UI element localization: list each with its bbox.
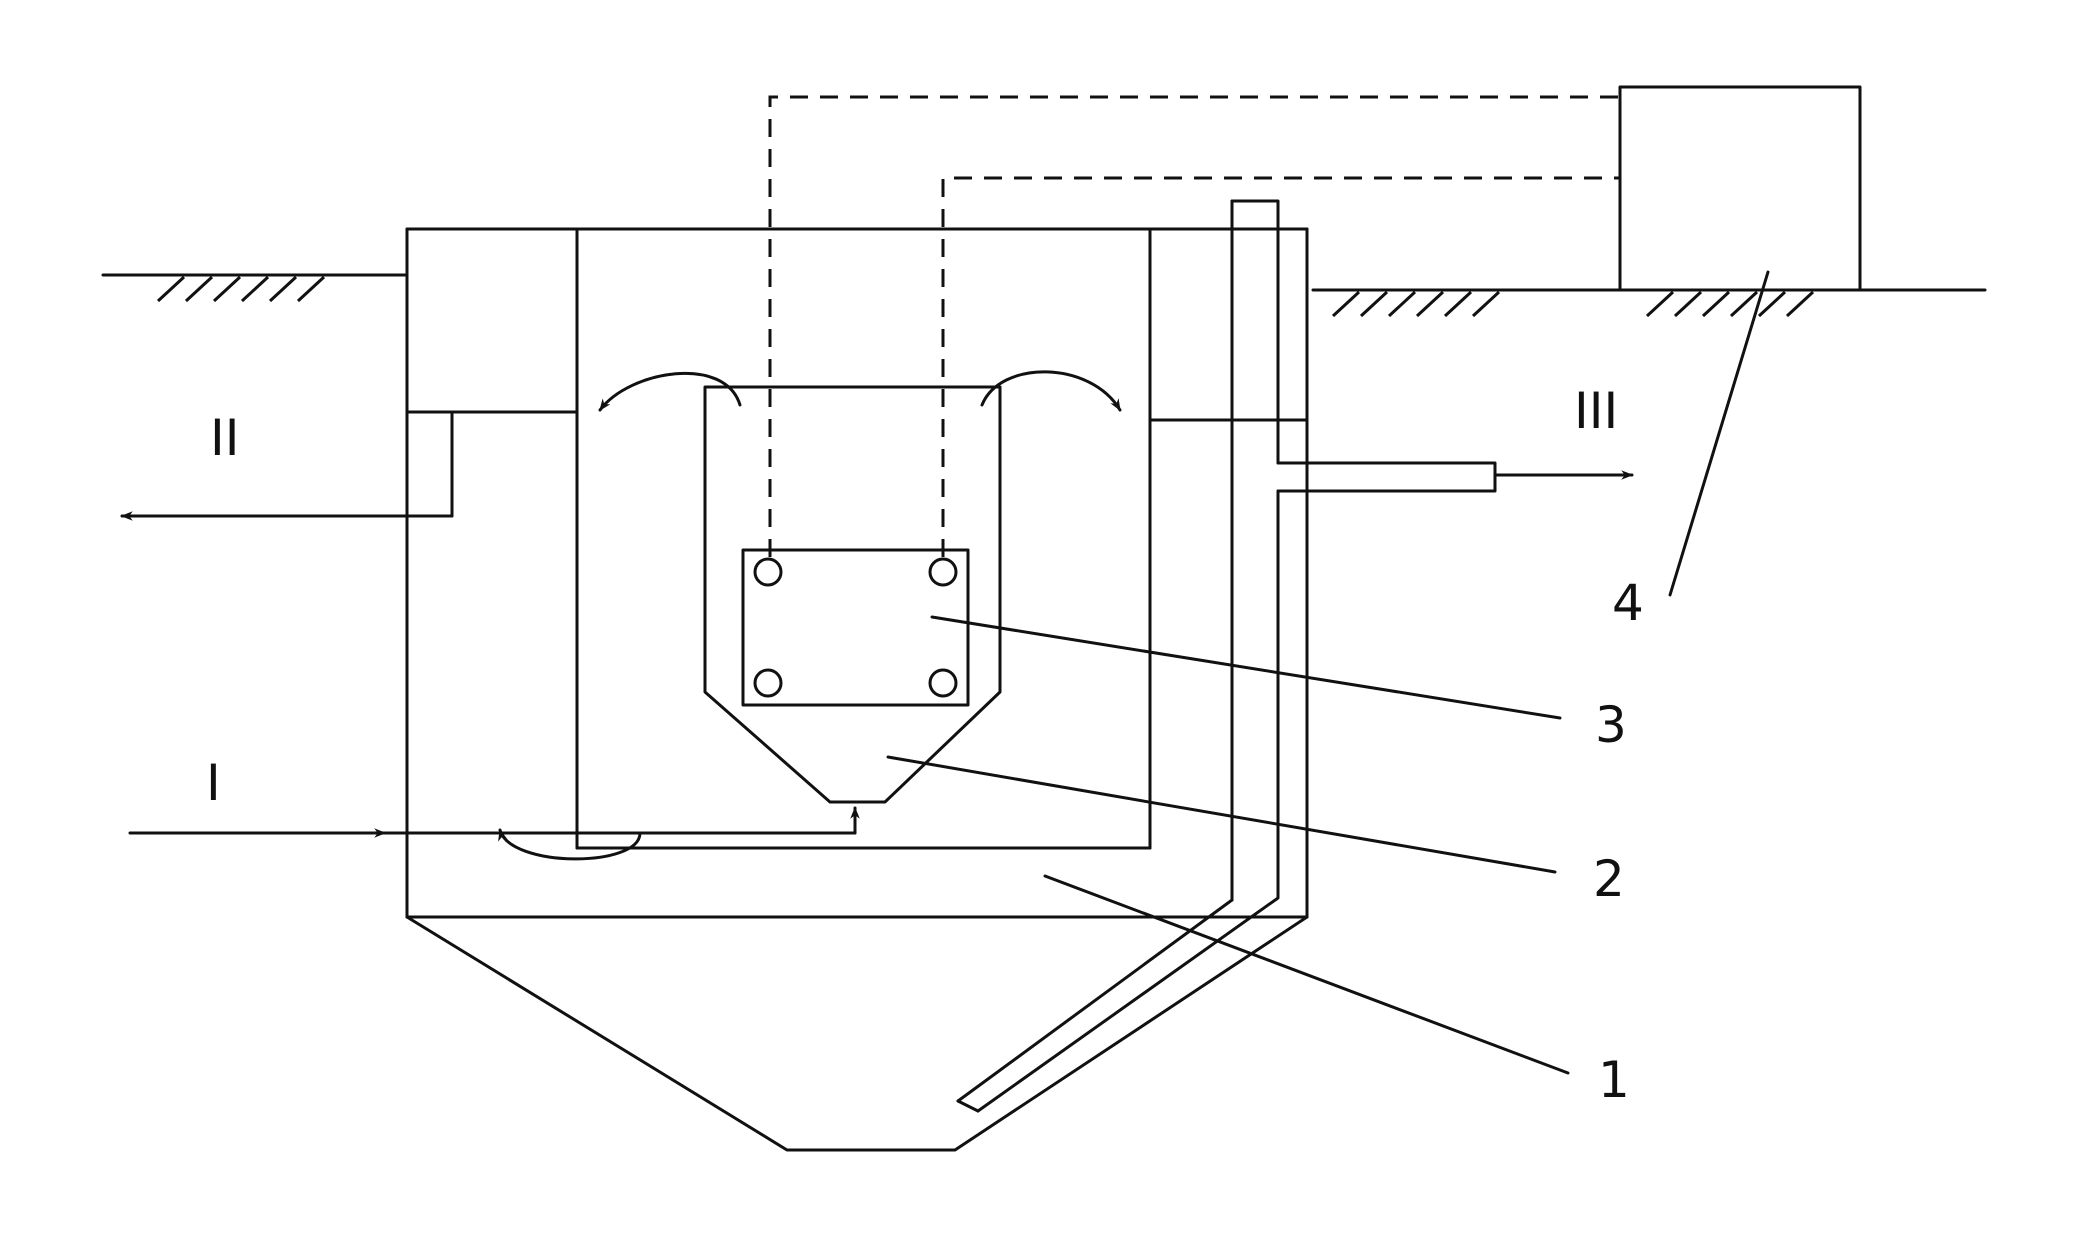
outer-tank <box>405 227 1309 1152</box>
power-unit <box>1618 85 1862 292</box>
inlet-flow <box>128 806 860 861</box>
label-part-2: 2 <box>1593 850 1625 908</box>
label-part-3: 3 <box>1595 696 1627 754</box>
leader-lines <box>886 270 1770 1075</box>
cables <box>768 95 1620 557</box>
riser-pipe <box>956 199 1634 1113</box>
ground-right <box>1311 288 1987 318</box>
electrode-block <box>741 548 970 707</box>
label-inlet-I: I <box>206 754 221 812</box>
ground-left <box>101 273 409 303</box>
label-part-1: 1 <box>1598 1051 1630 1109</box>
overflow-arrows <box>598 370 1122 412</box>
inner-vessel <box>575 227 1309 850</box>
label-outlet-II: II <box>210 409 240 467</box>
left-overflow-channel <box>120 410 579 521</box>
label-part-4: 4 <box>1612 574 1644 632</box>
label-outlet-III: III <box>1574 382 1618 440</box>
reaction-cone <box>703 385 1002 804</box>
